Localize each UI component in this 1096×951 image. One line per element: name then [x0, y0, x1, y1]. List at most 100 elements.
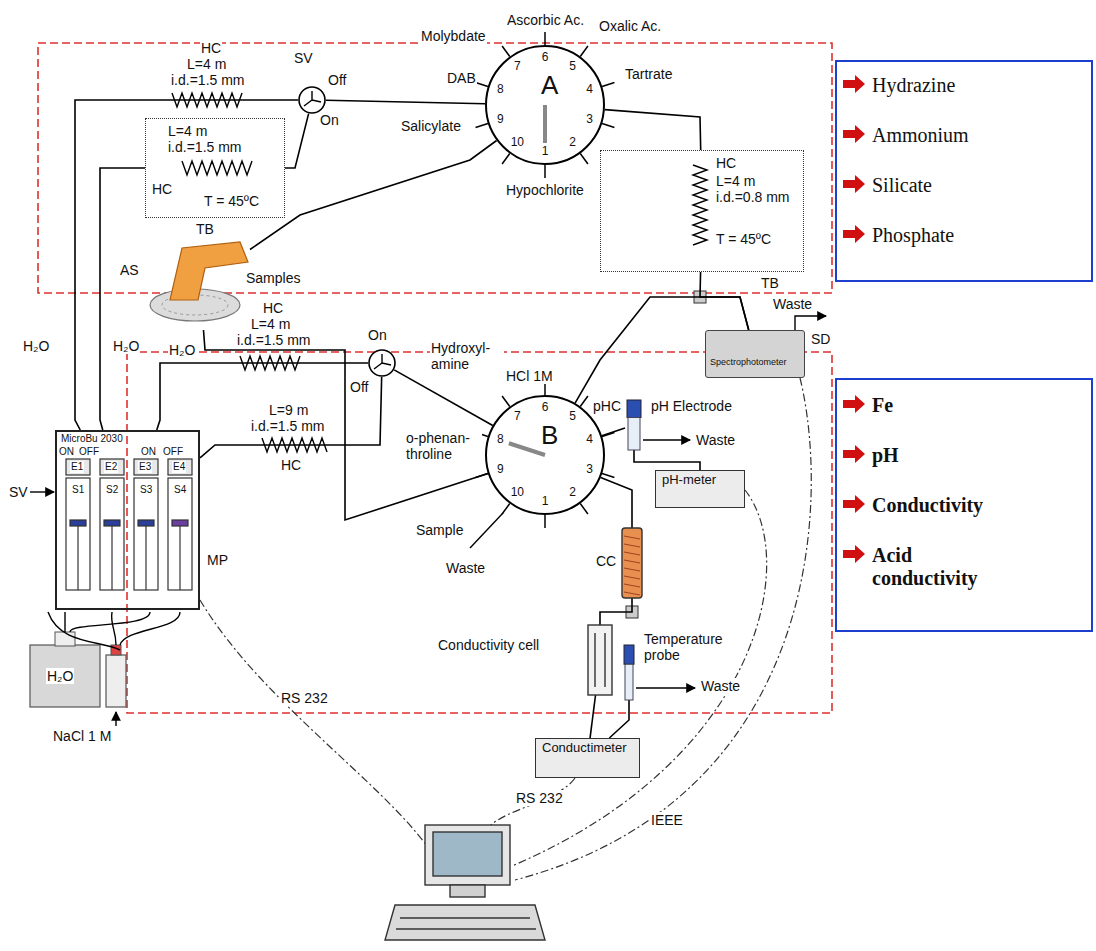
pump-syringes — [104, 520, 120, 526]
valve-port — [580, 154, 588, 165]
red-arrow — [843, 495, 865, 513]
text-label: SV — [8, 484, 29, 500]
tubing-connector — [602, 428, 625, 436]
node-text: AS — [120, 262, 139, 278]
autosampler-drawing — [150, 242, 248, 321]
pump-syringes — [134, 478, 158, 590]
text-label: S2 — [105, 484, 119, 496]
text-label: OFF — [78, 446, 100, 458]
port-number: 1 — [541, 145, 550, 159]
computer — [385, 905, 545, 940]
coils — [172, 93, 707, 452]
pump-syringes — [179, 526, 180, 590]
waste-outlet — [636, 687, 695, 688]
valve-body — [369, 350, 395, 376]
tubing-connector — [394, 370, 493, 426]
column-packing — [624, 552, 640, 555]
tubing-connector — [75, 100, 298, 430]
red-arrow — [843, 445, 865, 463]
text-label: Waste — [700, 678, 741, 694]
pump-syringes — [168, 459, 192, 475]
node-text: TB — [196, 221, 214, 237]
data-cable — [200, 378, 811, 880]
text-label: S1 — [71, 484, 85, 496]
node-text: B — [541, 421, 558, 451]
node-text: Spectrophotometer — [710, 357, 787, 367]
reagent-bottle — [30, 632, 126, 726]
computer — [433, 832, 502, 876]
column-packing — [624, 560, 640, 563]
text-label: Hydroxyl- amine — [430, 340, 504, 372]
valve-rotor — [543, 105, 547, 143]
text-label: Waste — [445, 560, 486, 576]
text-label: E1 — [70, 461, 84, 473]
port-number: 6 — [541, 401, 550, 415]
pump-syringes — [66, 478, 90, 590]
port-number: 8 — [496, 434, 505, 448]
waste-outlet — [643, 439, 690, 440]
valve-port — [580, 46, 588, 57]
cation-column-shape — [622, 528, 642, 598]
tubing-connector — [609, 700, 629, 738]
valve-port — [502, 396, 510, 407]
valve-port — [580, 396, 588, 407]
column-packing — [624, 576, 640, 579]
port-number: 8 — [496, 84, 505, 98]
pump-syringes — [66, 459, 192, 590]
node-text: L=4 m i.d.=1.5 mm — [168, 123, 253, 155]
data-cable — [490, 778, 575, 826]
region-border — [38, 43, 832, 713]
valve-body — [486, 396, 604, 514]
node-text: pH — [872, 444, 899, 467]
node-text: Temperature probe — [644, 631, 739, 663]
reagent-bottle — [106, 655, 126, 707]
data-cable — [512, 490, 767, 866]
pump-syringes — [145, 526, 146, 590]
port-number: 9 — [496, 113, 505, 127]
pump-syringes — [100, 478, 124, 590]
port-number: 4 — [585, 84, 594, 98]
text-label: Tartrate — [624, 66, 673, 82]
text-label: ON — [58, 446, 75, 458]
text-label: E2 — [104, 461, 118, 473]
tubing-connector — [634, 450, 700, 470]
text-label: RS 232 — [515, 790, 564, 806]
selection-valve-shape — [298, 86, 326, 114]
port-number: 3 — [585, 113, 594, 127]
reagent-bottle — [55, 632, 75, 646]
port-number: 10 — [510, 136, 525, 150]
valve-port — [476, 124, 488, 128]
text-label: L=4 m — [250, 316, 291, 332]
valve-port — [502, 504, 510, 515]
pump-syringes — [134, 459, 158, 475]
thermostat-bath: L=4 m i.d.=1.5 mmHCT = 45ºCTB — [145, 118, 285, 218]
valve-port — [544, 32, 546, 45]
tubing-connector — [200, 377, 382, 458]
temperature-probe: Temperature probe — [622, 645, 636, 700]
waste-outlet — [470, 513, 503, 548]
text-label: Salicylate — [400, 118, 462, 134]
tubing — [120, 612, 180, 645]
port-number: 3 — [585, 463, 594, 477]
computer — [450, 885, 485, 897]
text-label: o-phenan- throline — [405, 430, 482, 462]
valve-port — [580, 504, 588, 515]
autosampler-shape — [150, 238, 250, 330]
text-label: HC — [262, 300, 284, 316]
tubing — [48, 612, 120, 650]
waste-outlet — [470, 316, 826, 688]
pump-syringes — [100, 459, 124, 475]
reagent-bottle — [30, 645, 100, 707]
data-cable — [200, 600, 430, 850]
node-text: Hydrazine — [872, 74, 955, 97]
port-number: 5 — [568, 410, 577, 424]
text-label: HC — [200, 40, 222, 56]
valve-port — [502, 46, 510, 57]
temperature-probe-shape — [622, 645, 636, 700]
text-label: Waste — [772, 296, 813, 312]
valve-port — [602, 474, 614, 478]
valve-port — [502, 154, 510, 165]
text-label: ON — [140, 446, 157, 458]
cation-column: CC — [622, 528, 642, 598]
node-text: SV — [294, 50, 313, 66]
